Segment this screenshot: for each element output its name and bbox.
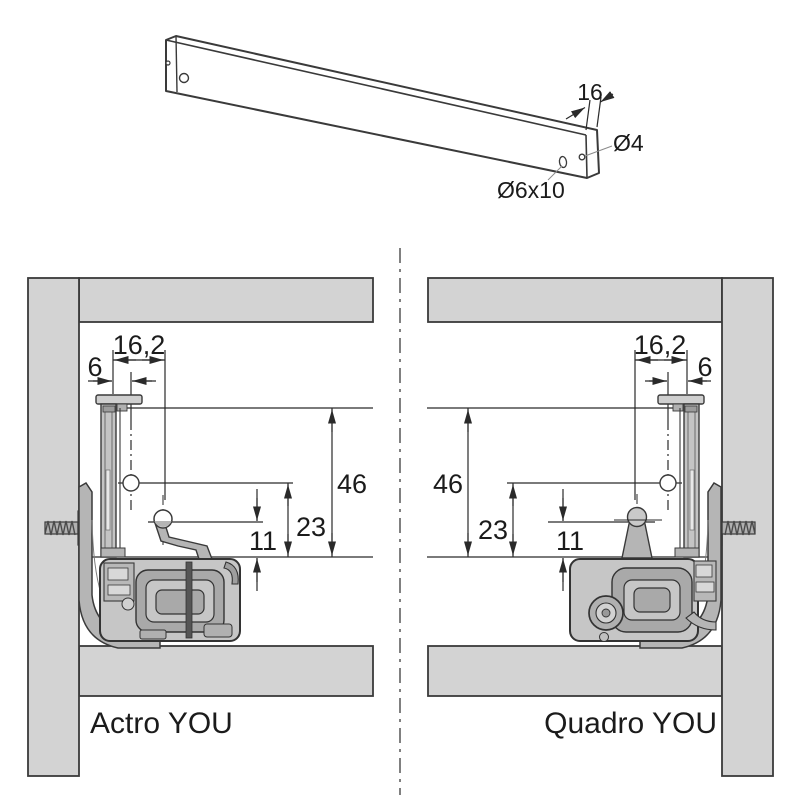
rail-right-round-hole: [578, 153, 586, 161]
label-round-hole: Ø4: [613, 130, 644, 156]
dim-gap-left: 6: [87, 352, 102, 382]
dim-lines-right: [463, 355, 711, 591]
rail-left-end-edge: [175, 35, 178, 93]
label-slot-hole: Ø6x10: [497, 177, 565, 203]
hole-marker-left: [122, 474, 140, 492]
dim-rail-thickness: [565, 91, 615, 131]
dim-lines-left: [88, 355, 337, 591]
dim-23-left: 23: [296, 512, 326, 542]
drawer-bottom-panel-right: [427, 645, 723, 697]
rail-right-front-edge: [585, 134, 588, 179]
rail-left-small-hole: [165, 60, 171, 66]
quadro-you-section: 16,2 6 46 23 11: [427, 277, 774, 777]
dim-offset-left: 16,2: [113, 330, 166, 360]
rail-right-slot-hole: [558, 155, 568, 169]
dim-11-right: 11: [556, 526, 584, 556]
leader-round-hole: [584, 145, 613, 157]
drawer-back-panel-left: [78, 277, 374, 323]
product-label-quadro: Quadro YOU: [544, 707, 717, 740]
dim-offset-right: 16,2: [634, 330, 687, 360]
rail-left-hole: [178, 72, 190, 84]
locking-pin-left: [153, 509, 214, 560]
dim-gap-right: 6: [697, 352, 712, 382]
rail-top-front-edge: [165, 39, 587, 136]
leader-slot-hole: [547, 165, 563, 181]
locking-pin-right: [614, 506, 662, 559]
dim-23-right: 23: [478, 515, 508, 545]
dim-46-right: 46: [433, 469, 463, 499]
product-label-actro: Actro YOU: [90, 707, 233, 740]
rail-isometric-view: 16 Ø4 Ø6x10: [165, 35, 644, 203]
runner-profile-left: [95, 394, 143, 558]
dim-46-left: 46: [337, 469, 367, 499]
dim-label-thickness: 16: [577, 79, 603, 105]
runner-profile-right: [657, 394, 705, 558]
mechanism-actro: [99, 558, 241, 642]
dim-11-left: 11: [249, 526, 277, 556]
rail-outline: [165, 35, 600, 179]
mechanism-quadro: [569, 558, 717, 642]
drawer-bottom-panel-left: [78, 645, 374, 697]
hole-marker-right: [659, 474, 677, 492]
drawer-back-panel-right: [427, 277, 723, 323]
actro-you-section: 16,2 6 46 23 11: [27, 277, 374, 777]
reference-lines-left: [86, 350, 373, 558]
